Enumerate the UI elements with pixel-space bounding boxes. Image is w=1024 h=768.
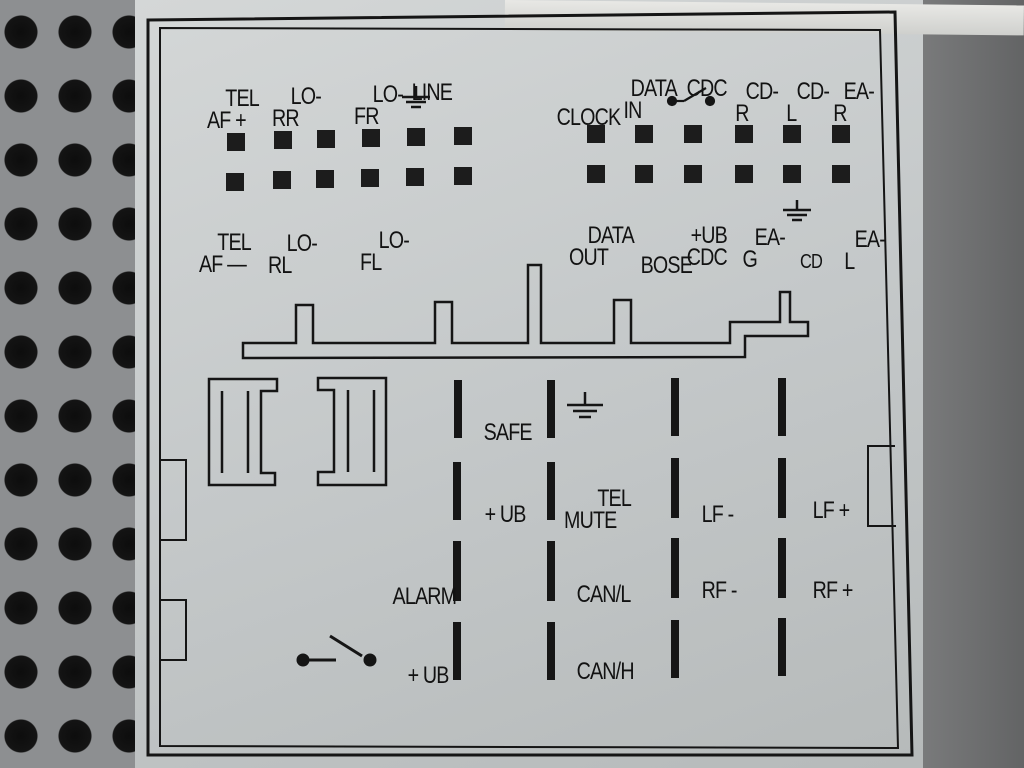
label-cd-l: CD-L bbox=[786, 78, 830, 127]
ground-icon bbox=[783, 200, 811, 222]
pin-b12 bbox=[832, 165, 850, 183]
pin-a5 bbox=[407, 128, 425, 146]
pin-a3 bbox=[317, 130, 335, 148]
label-lo-rl: LO-RL bbox=[268, 230, 318, 279]
metal-housing bbox=[905, 0, 1024, 768]
pin-bar-rf-minus bbox=[671, 538, 679, 598]
connector-profile bbox=[241, 263, 810, 360]
pin-a7 bbox=[226, 173, 244, 191]
pin-bar-empty-4 bbox=[778, 618, 786, 676]
pin-bar-can-l bbox=[547, 541, 555, 601]
label-switched-ub: + UB bbox=[407, 662, 450, 689]
pin-b6 bbox=[832, 125, 850, 143]
pin-bar-rf-plus bbox=[778, 538, 786, 598]
switch-icon bbox=[666, 87, 716, 107]
pin-a10 bbox=[361, 169, 379, 187]
pin-bar-ground bbox=[547, 380, 555, 438]
label-can-h: CAN/H bbox=[576, 658, 635, 685]
pin-a8 bbox=[273, 171, 291, 189]
pin-bar-ub bbox=[453, 462, 461, 520]
inner-border bbox=[159, 26, 900, 750]
label-alarm: ALARM bbox=[392, 583, 458, 610]
perforated-grille bbox=[0, 0, 150, 768]
pin-b9 bbox=[684, 165, 702, 183]
pin-bar-alarm bbox=[453, 541, 461, 601]
label-cd-r: CD-R bbox=[735, 78, 779, 127]
pin-bar-empty-1 bbox=[671, 378, 679, 436]
pin-a12 bbox=[454, 167, 472, 185]
label-bose: BOSE bbox=[640, 252, 693, 279]
label-ub-plus: + UB bbox=[484, 501, 527, 528]
label-ea-r: EA-R bbox=[833, 78, 875, 127]
pin-b8 bbox=[635, 165, 653, 183]
pin-b4 bbox=[735, 125, 753, 143]
label-lf-plus: LF + bbox=[812, 497, 850, 524]
label-ea-l: EA-L bbox=[844, 226, 886, 275]
label-clock: CLOCK bbox=[556, 104, 622, 131]
pin-bar-lf-plus bbox=[778, 458, 786, 518]
label-can-l: CAN/L bbox=[576, 581, 632, 608]
left-notch-upper bbox=[160, 459, 187, 541]
label-lo-fl: LO-FL bbox=[360, 227, 410, 276]
pin-bar-empty-2 bbox=[671, 620, 679, 678]
label-rf-plus: RF + bbox=[812, 577, 854, 604]
pin-b5 bbox=[783, 125, 801, 143]
pin-b10 bbox=[735, 165, 753, 183]
label-lf-minus: LF - bbox=[701, 501, 735, 528]
pin-a1 bbox=[227, 133, 245, 151]
pin-a11 bbox=[406, 168, 424, 186]
label-lo-rr: LO-RR bbox=[272, 83, 322, 132]
pin-a2 bbox=[274, 131, 292, 149]
pin-b7 bbox=[587, 165, 605, 183]
ignition-switch-icon bbox=[296, 634, 377, 667]
label-lo-fr: LO-FR bbox=[354, 81, 404, 130]
label-rf-minus: RF - bbox=[701, 577, 738, 604]
pin-bar-lf-minus bbox=[671, 458, 679, 518]
pin-b1 bbox=[587, 125, 605, 143]
pin-b3 bbox=[684, 125, 702, 143]
pin-bar-tel-mute bbox=[547, 462, 555, 520]
label-ea-g: EA-G bbox=[742, 224, 786, 273]
label-cd-ground: CD bbox=[799, 251, 823, 273]
pin-b11 bbox=[783, 165, 801, 183]
pin-a9 bbox=[316, 170, 334, 188]
pin-a6 bbox=[454, 127, 472, 145]
label-safe: SAFE bbox=[483, 419, 533, 446]
pin-b2 bbox=[635, 125, 653, 143]
key-slot-right bbox=[316, 376, 388, 487]
pin-bar-empty-3 bbox=[778, 378, 786, 436]
ground-icon bbox=[567, 392, 603, 419]
right-notch bbox=[867, 445, 896, 527]
pin-a4 bbox=[362, 129, 380, 147]
outer-border bbox=[146, 10, 914, 757]
left-notch-lower bbox=[160, 599, 187, 661]
label-line: LINE bbox=[411, 79, 453, 106]
key-slot-left bbox=[207, 377, 279, 487]
pin-bar-can-h bbox=[547, 622, 555, 680]
pin-bar-safe bbox=[454, 380, 462, 438]
pin-bar-switched-ub bbox=[453, 622, 461, 680]
ground-icon bbox=[402, 86, 430, 109]
